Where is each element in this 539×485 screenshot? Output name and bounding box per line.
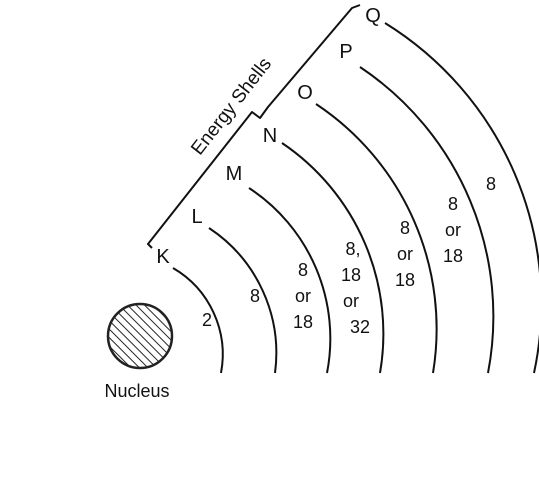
capacity-o-line2: or xyxy=(397,244,413,264)
capacity-q: 8 xyxy=(486,174,496,194)
shell-label-m: M xyxy=(226,163,243,185)
capacity-m-line2: or xyxy=(295,286,311,306)
capacity-m-line1: 8 xyxy=(298,260,308,280)
capacity-p-line3: 18 xyxy=(443,246,463,266)
shell-arc-m xyxy=(248,187,332,374)
shell-label-o: O xyxy=(297,82,313,104)
shell-arc-n xyxy=(281,142,385,374)
shell-label-q: Q xyxy=(365,5,381,27)
capacity-n-line2: 18 xyxy=(341,265,361,285)
capacity-o-line1: 8 xyxy=(400,218,410,238)
shell-arc-l xyxy=(208,227,278,374)
shell-arc-k xyxy=(172,267,224,374)
shell-label-n: N xyxy=(263,125,277,147)
capacity-k: 2 xyxy=(202,310,212,330)
nucleus-label: Nucleus xyxy=(104,381,169,401)
capacity-n-line4: 32 xyxy=(350,317,370,337)
capacity-l: 8 xyxy=(250,286,260,306)
shell-arc-p xyxy=(359,66,495,374)
capacity-o-line3: 18 xyxy=(395,270,415,290)
capacity-n-line1: 8, xyxy=(345,239,360,259)
shell-arc-q xyxy=(384,22,539,374)
capacity-p-line1: 8 xyxy=(448,194,458,214)
shell-label-k: K xyxy=(156,246,170,268)
capacity-m-line3: 18 xyxy=(293,312,313,332)
energy-shells-bracket xyxy=(147,4,361,249)
nucleus-circle xyxy=(106,302,174,370)
capacity-n-line3: or xyxy=(343,291,359,311)
shell-label-p: P xyxy=(339,41,352,63)
capacity-p-line2: or xyxy=(445,220,461,240)
shell-arc-o xyxy=(315,103,438,374)
shell-label-l: L xyxy=(191,206,202,228)
